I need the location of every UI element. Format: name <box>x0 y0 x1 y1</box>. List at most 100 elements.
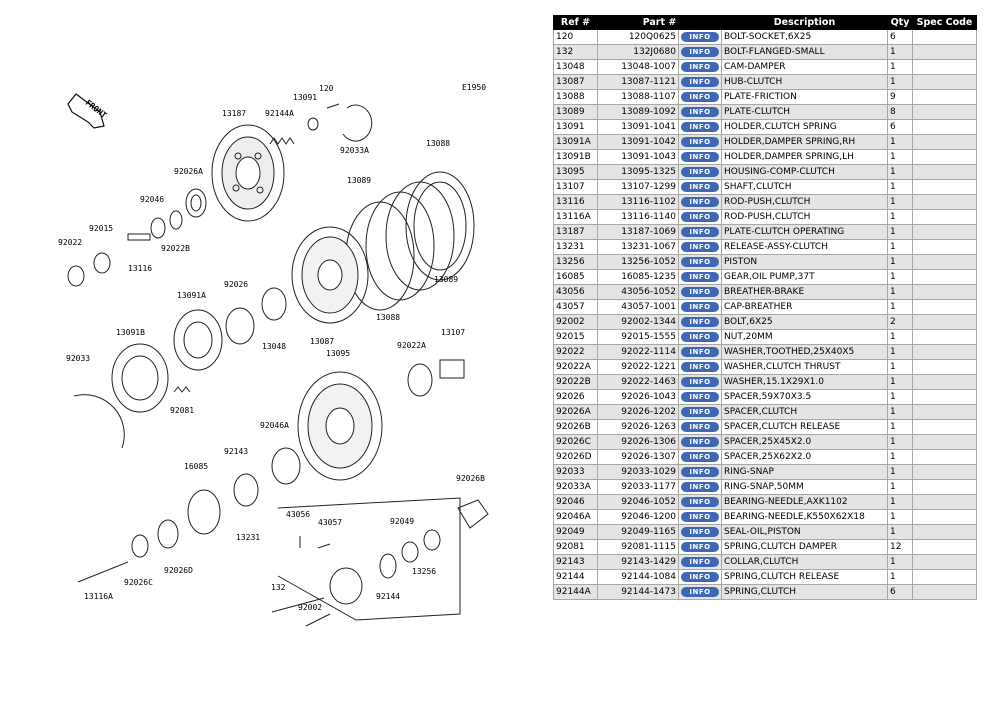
info-button[interactable]: INFO <box>681 526 719 537</box>
info-button[interactable]: INFO <box>681 376 719 387</box>
qty-cell: 1 <box>887 299 913 315</box>
info-button[interactable]: INFO <box>681 166 719 177</box>
info-button[interactable]: INFO <box>681 451 719 462</box>
spec-code-cell <box>912 104 977 120</box>
spec-code-cell <box>912 89 977 105</box>
info-button[interactable]: INFO <box>681 241 719 252</box>
drawing-code: E1950 <box>462 83 486 92</box>
info-button[interactable]: INFO <box>681 481 719 492</box>
part-number-cell: 16085-1235 <box>597 269 679 285</box>
spec-code-cell <box>912 479 977 495</box>
info-cell: INFO <box>678 284 722 300</box>
part-number-cell: 13091-1042 <box>597 134 679 150</box>
info-button[interactable]: INFO <box>681 286 719 297</box>
info-cell: INFO <box>678 179 722 195</box>
info-button[interactable]: INFO <box>681 316 719 327</box>
description-cell: BOLT,6X25 <box>721 314 888 330</box>
info-button[interactable]: INFO <box>681 421 719 432</box>
qty-cell: 1 <box>887 464 913 480</box>
info-button[interactable]: INFO <box>681 196 719 207</box>
part-number-cell: 92081-1115 <box>597 539 679 555</box>
info-button[interactable]: INFO <box>681 151 719 162</box>
ref-cell: 92002 <box>553 314 598 330</box>
description-cell: PISTON <box>721 254 888 270</box>
spec-code-cell <box>912 554 977 570</box>
info-button[interactable]: INFO <box>681 91 719 102</box>
info-button[interactable]: INFO <box>681 31 719 42</box>
qty-cell: 1 <box>887 389 913 405</box>
info-button[interactable]: INFO <box>681 76 719 87</box>
part-number-cell: 92033-1177 <box>597 479 679 495</box>
ref-cell: 13116 <box>553 194 598 210</box>
info-button[interactable]: INFO <box>681 181 719 192</box>
ref-cell: 92026 <box>553 389 598 405</box>
ref-cell: 92144 <box>553 569 598 585</box>
spec-code-cell <box>912 569 977 585</box>
qty-cell: 1 <box>887 284 913 300</box>
qty-cell: 1 <box>887 434 913 450</box>
info-button[interactable]: INFO <box>681 406 719 417</box>
info-button[interactable]: INFO <box>681 211 719 222</box>
part-number-cell: 92049-1165 <box>597 524 679 540</box>
info-button[interactable]: INFO <box>681 511 719 522</box>
info-button[interactable]: INFO <box>681 496 719 507</box>
info-button[interactable]: INFO <box>681 46 719 57</box>
qty-cell: 1 <box>887 344 913 360</box>
part-number-cell: 13087-1121 <box>597 74 679 90</box>
info-button[interactable]: INFO <box>681 466 719 477</box>
info-button[interactable]: INFO <box>681 106 719 117</box>
qty-cell: 6 <box>887 119 913 135</box>
info-cell: INFO <box>678 554 722 570</box>
info-button[interactable]: INFO <box>681 556 719 567</box>
info-cell: INFO <box>678 329 722 345</box>
ref-cell: 13091 <box>553 119 598 135</box>
spec-code-cell <box>912 134 977 150</box>
info-button[interactable]: INFO <box>681 541 719 552</box>
info-button[interactable]: INFO <box>681 391 719 402</box>
info-button[interactable]: INFO <box>681 436 719 447</box>
info-button[interactable]: INFO <box>681 256 719 267</box>
info-button[interactable]: INFO <box>681 346 719 357</box>
info-button[interactable]: INFO <box>681 586 719 597</box>
qty-cell: 12 <box>887 539 913 555</box>
spec-code-cell <box>912 389 977 405</box>
ref-cell: 92081 <box>553 539 598 555</box>
description-cell: PLATE-CLUTCH OPERATING <box>721 224 888 240</box>
info-button[interactable]: INFO <box>681 271 719 282</box>
part-number-cell: 92033-1029 <box>597 464 679 480</box>
part-number-cell: 13091-1041 <box>597 119 679 135</box>
info-button[interactable]: INFO <box>681 136 719 147</box>
table-header-row: Ref # Part # Description Qty Spec Code <box>553 15 977 30</box>
info-button[interactable]: INFO <box>681 121 719 132</box>
qty-cell: 1 <box>887 59 913 75</box>
spec-code-cell <box>912 119 977 135</box>
info-button[interactable]: INFO <box>681 61 719 72</box>
spec-code-cell <box>912 44 977 60</box>
info-cell: INFO <box>678 314 722 330</box>
qty-cell: 6 <box>887 584 913 600</box>
ref-cell: 92026A <box>553 404 598 420</box>
info-button[interactable]: INFO <box>681 571 719 582</box>
info-button[interactable]: INFO <box>681 226 719 237</box>
ref-cell: 43056 <box>553 284 598 300</box>
info-button[interactable]: INFO <box>681 301 719 312</box>
info-cell: INFO <box>678 89 722 105</box>
info-cell: INFO <box>678 254 722 270</box>
callout-13091b: 13091B <box>116 328 145 337</box>
spec-code-cell <box>912 149 977 165</box>
info-cell: INFO <box>678 164 722 180</box>
clutch-housing-drawing <box>297 371 383 481</box>
info-button[interactable]: INFO <box>681 361 719 372</box>
spec-code-cell <box>912 74 977 90</box>
info-button[interactable]: INFO <box>681 331 719 342</box>
